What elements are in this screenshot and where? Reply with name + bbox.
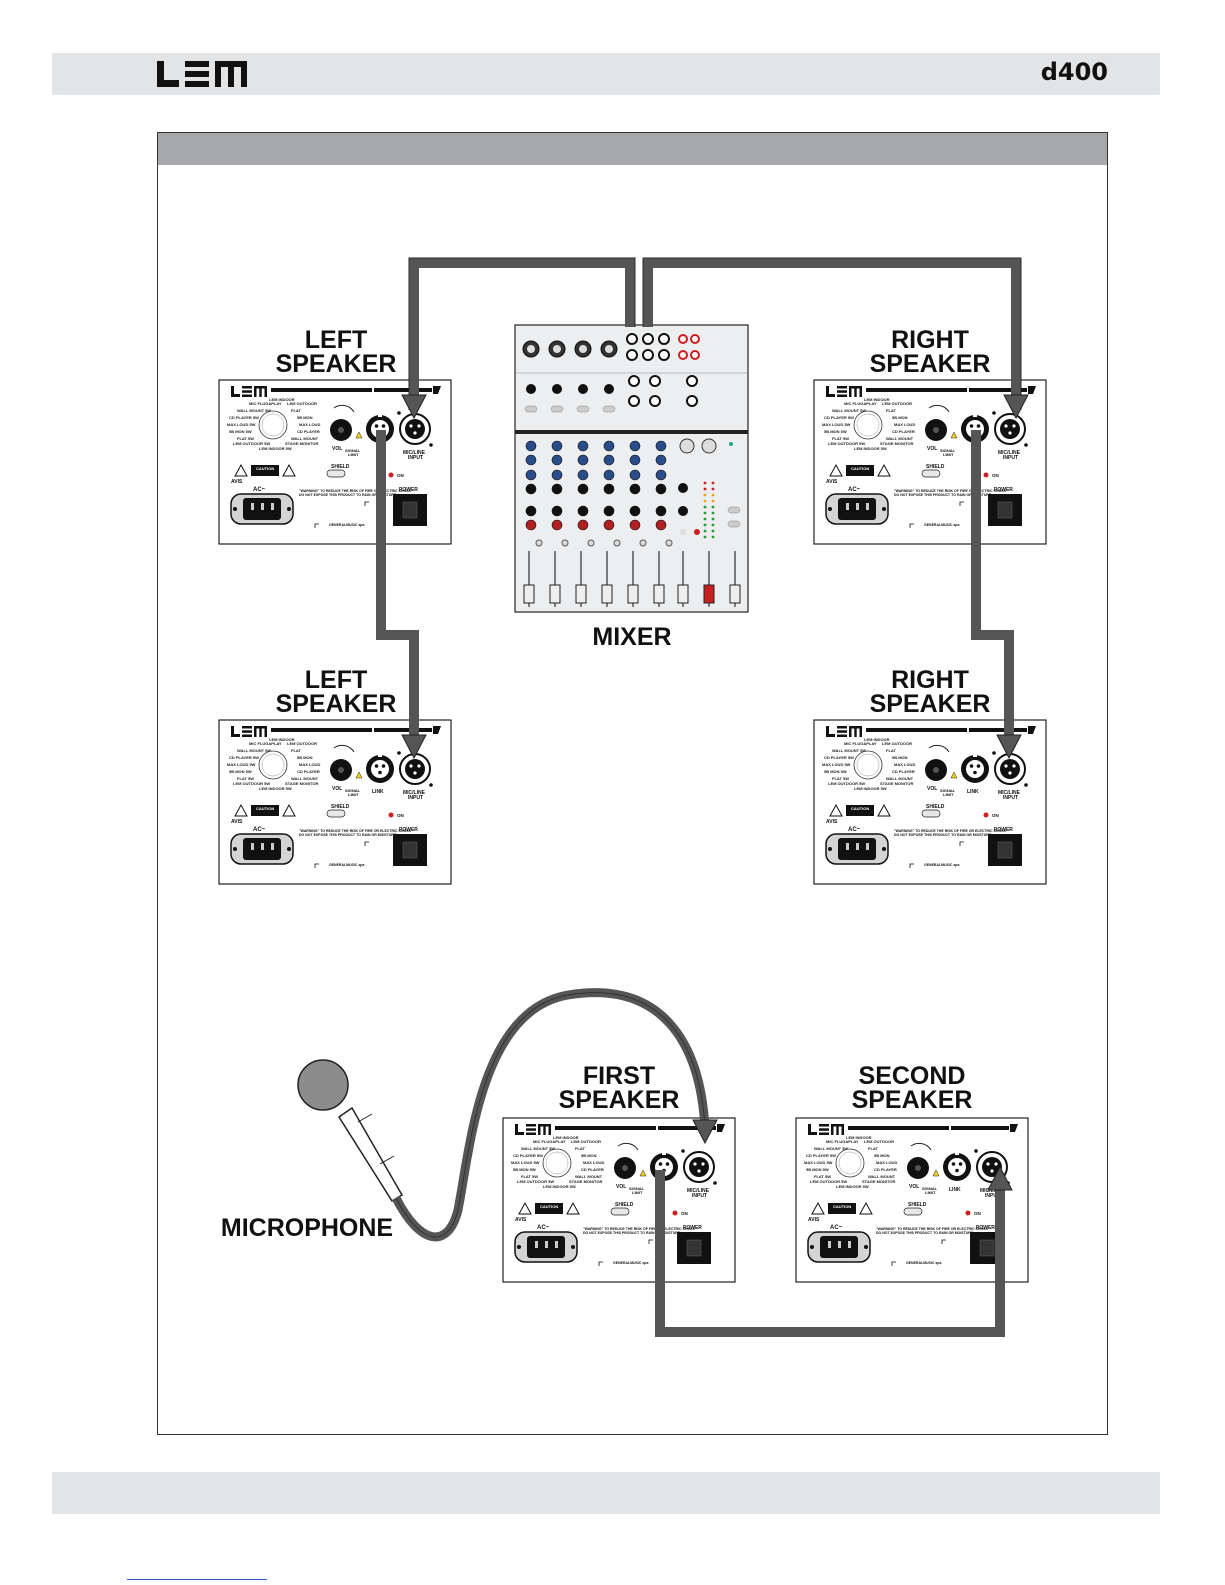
second-speaker-label-2: SPEAKER (852, 1086, 973, 1114)
left-speaker-bottom-label-2: SPEAKER (276, 690, 397, 718)
diagram-frame (157, 132, 1108, 1435)
footer-link-line (127, 1579, 267, 1580)
svg-text:LINK: LINK (949, 1187, 961, 1193)
header-bar: d400 (52, 53, 1160, 95)
left-speaker-top-label-1: LEFT (305, 326, 368, 354)
microphone-device (297, 988, 710, 1242)
first-speaker-panel (502, 1117, 736, 1283)
model-name: d400 (1040, 58, 1108, 86)
diagram-frame-header (158, 133, 1107, 165)
signal-cables (376, 258, 1021, 1337)
right-speaker-bottom-label-2: SPEAKER (870, 690, 991, 718)
second-speaker-panel: LINK (795, 1117, 1029, 1283)
right-speaker-bottom-label-1: RIGHT (891, 666, 969, 694)
cable-arrows (401, 394, 1029, 1191)
footer-bar (52, 1472, 1160, 1514)
first-speaker-label-2: SPEAKER (559, 1086, 680, 1114)
right-speaker-bottom-panel: LINK (813, 719, 1047, 885)
microphone-label: MICROPHONE (221, 1214, 393, 1242)
lem-logo (157, 61, 247, 87)
svg-text:LINK: LINK (967, 789, 979, 795)
svg-text:LINK: LINK (372, 789, 384, 795)
left-speaker-bottom-panel: LINK (218, 719, 452, 885)
right-speaker-top-label-2: SPEAKER (870, 350, 991, 378)
mixer-device (514, 324, 749, 613)
first-speaker-label-1: FIRST (583, 1062, 655, 1090)
second-speaker-label-1: SECOND (859, 1062, 966, 1090)
right-speaker-top-label-1: RIGHT (891, 326, 969, 354)
left-speaker-bottom-label-1: LEFT (305, 666, 368, 694)
left-speaker-top-label-2: SPEAKER (276, 350, 397, 378)
mixer-label: MIXER (592, 623, 671, 651)
